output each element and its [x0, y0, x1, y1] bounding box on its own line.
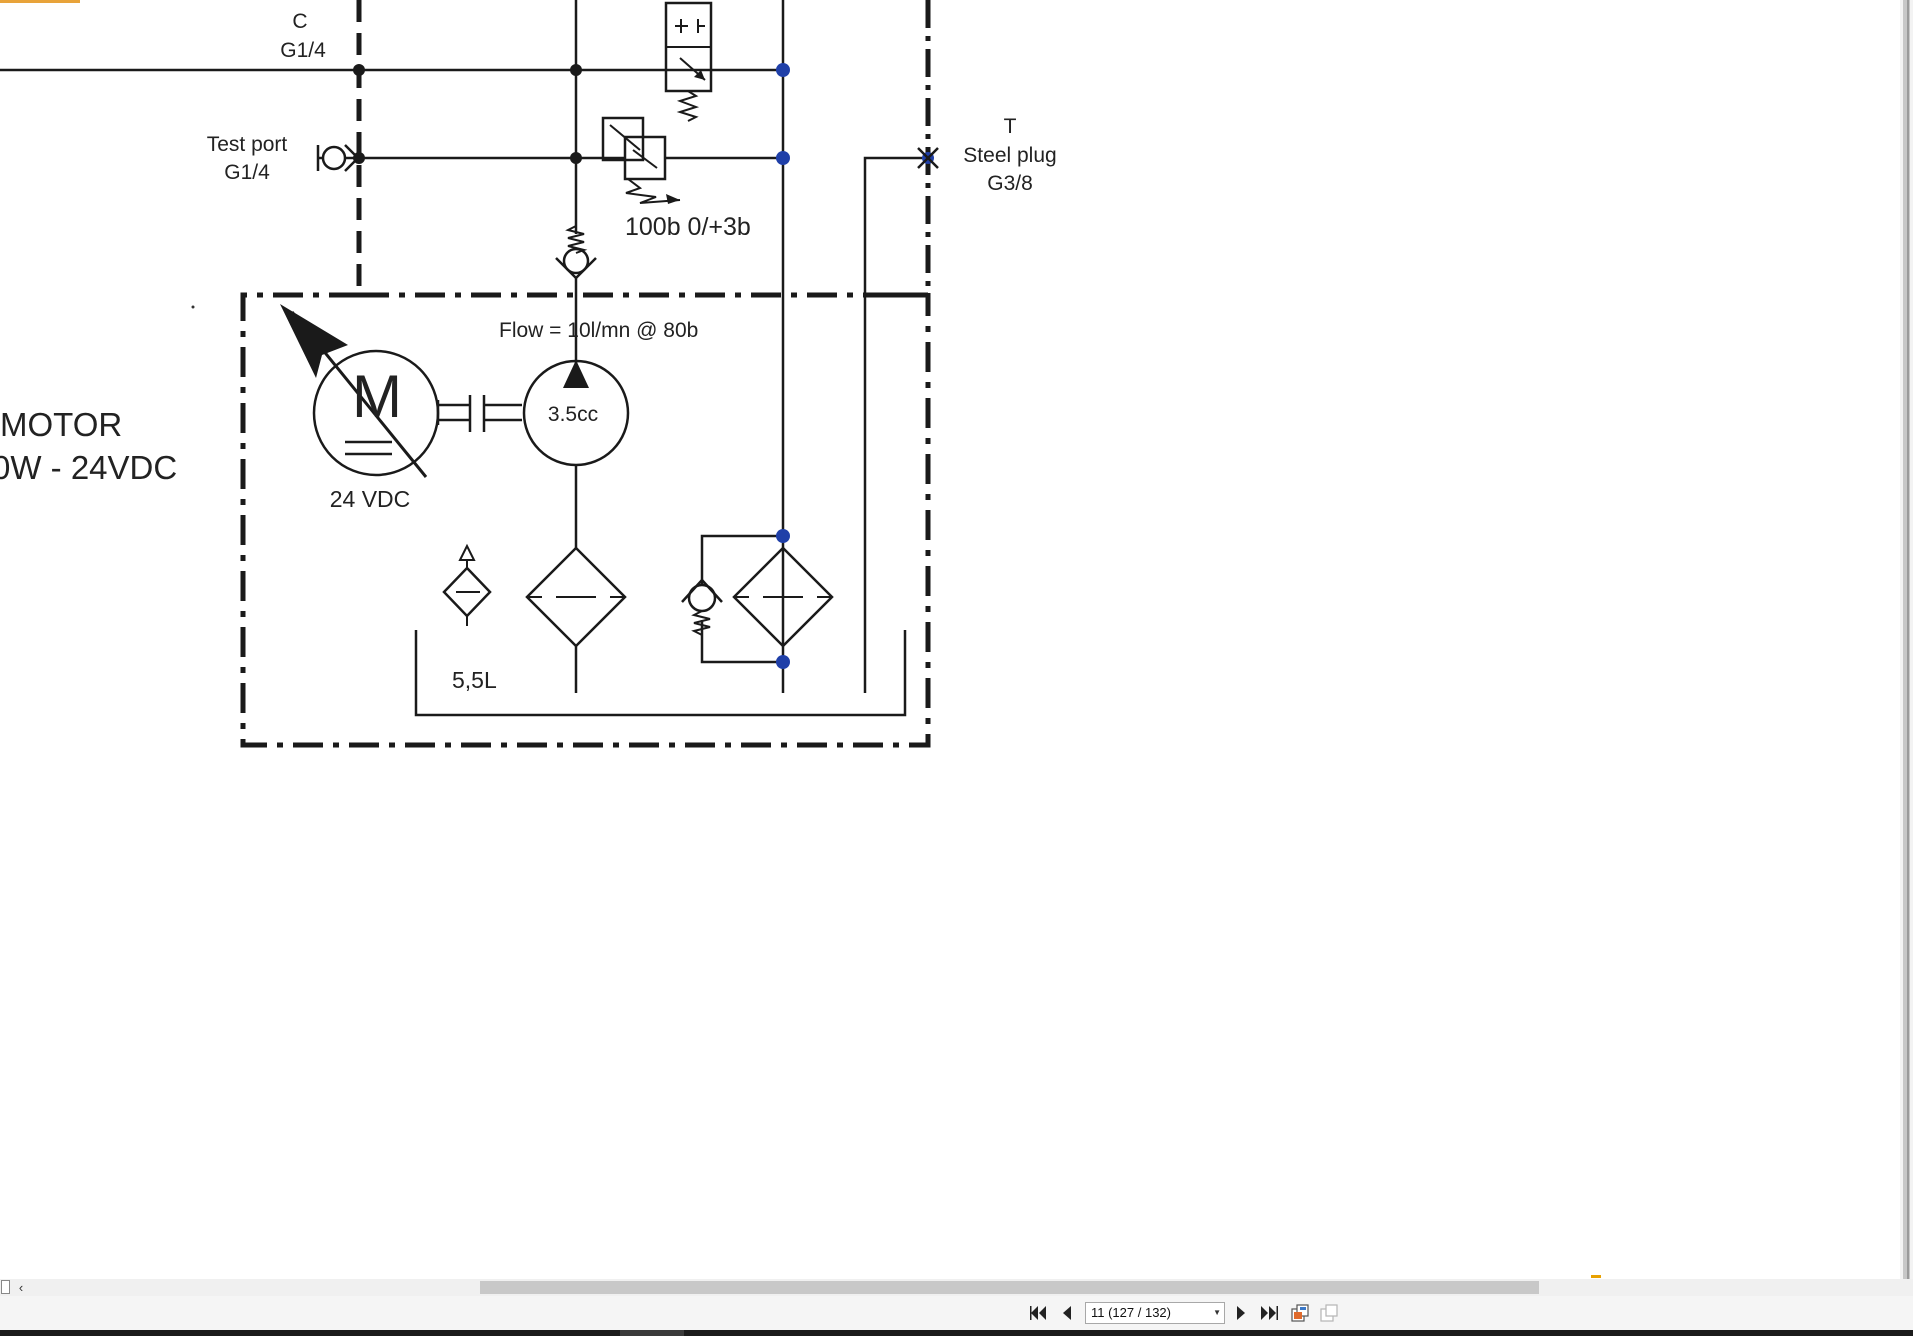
port-c-thread: G1/4 [280, 39, 326, 62]
previous-page-icon[interactable] [1056, 1302, 1078, 1324]
chevron-down-icon[interactable]: ▼ [1213, 1308, 1221, 1317]
vertical-scrollbar-thumb[interactable] [1903, 0, 1910, 1279]
page-number-value: 11 (127 / 132) [1091, 1305, 1171, 1320]
port-c-label: C [292, 10, 307, 33]
motor-title-line2: 0W - 24VDC [0, 449, 177, 486]
document-page: C G1/4 Test port G1/4 T Steel plug G3/8 … [0, 0, 1057, 748]
vertical-scrollbar[interactable] [1900, 0, 1913, 1279]
test-port-thread: G1/4 [224, 161, 270, 184]
hydraulic-schematic: C G1/4 Test port G1/4 T Steel plug G3/8 … [0, 0, 1057, 748]
test-port-label: Test port [207, 133, 288, 156]
page-edge-divider [1907, 0, 1909, 1279]
page-navigation-toolbar: 11 (127 / 132) ▼ [0, 1296, 1913, 1330]
horizontal-scrollbar-thumb[interactable] [480, 1281, 1539, 1294]
tank-volume-label: 5,5L [452, 667, 497, 693]
junction-blue [776, 529, 790, 543]
junction-blue [776, 655, 790, 669]
loading-accent-bar [0, 0, 80, 3]
taskbar-strip [0, 1330, 1913, 1336]
tank-port-label: T [1004, 115, 1017, 138]
last-page-icon[interactable] [1258, 1302, 1280, 1324]
taskbar-segment [620, 1330, 684, 1336]
junction-blue [776, 63, 790, 77]
next-page-icon[interactable] [1230, 1302, 1252, 1324]
page-number-select[interactable]: 11 (127 / 132) ▼ [1085, 1302, 1225, 1324]
page-view-disabled-icon [1318, 1302, 1340, 1324]
junction-blue [776, 151, 790, 165]
tank-port-thread: G3/8 [987, 172, 1033, 195]
horizontal-scrollbar[interactable]: ‹ [0, 1279, 1913, 1296]
motor-voltage-label: 24 VDC [330, 486, 411, 512]
relief-setting-label: 100b 0/+3b [625, 213, 751, 241]
flow-label: Flow = 10l/mn @ 80b [499, 319, 698, 342]
first-page-icon[interactable] [1028, 1302, 1050, 1324]
steel-plug-label: Steel plug [963, 144, 1056, 167]
pump-displacement-label: 3.5cc [548, 403, 598, 426]
position-marker [1591, 1275, 1601, 1278]
motor-symbol-label: M [352, 363, 402, 430]
scroll-corner-box [1, 1280, 10, 1294]
scroll-left-arrow[interactable]: ‹ [18, 1280, 24, 1295]
page-view-icon[interactable] [1289, 1302, 1311, 1324]
motor-title-line1: MOTOR [0, 406, 122, 443]
